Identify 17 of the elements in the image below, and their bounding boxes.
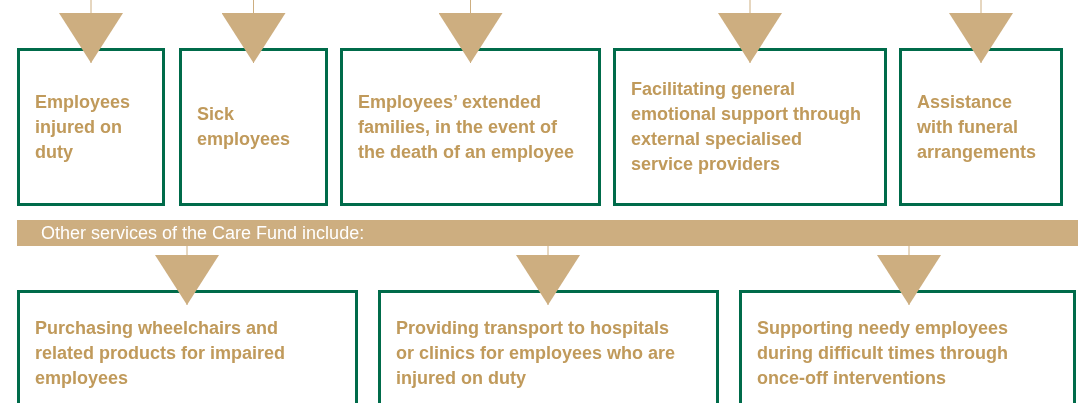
section-banner: Other services of the Care Fund include: <box>17 220 1078 246</box>
arrow <box>516 245 580 306</box>
arrow <box>155 245 219 306</box>
service-box: Providing transport to hospitals or clinics for employees who are injured on duty <box>378 290 719 403</box>
arrow <box>59 0 123 64</box>
service-box: Employees injured on duty <box>17 48 165 206</box>
service-box: Assistance with funeral arrangements <box>899 48 1063 206</box>
service-box: Purchasing wheelchairs and related products for impaired employees <box>17 290 358 403</box>
arrow <box>438 0 503 64</box>
arrow <box>949 0 1013 64</box>
service-box: Facilitating general emotional support through external specialised service providers <box>613 48 887 206</box>
service-box: Employees’ extended families, in the event of the death of an employee <box>340 48 601 206</box>
arrow <box>221 0 286 64</box>
service-box: Sick employees <box>179 48 328 206</box>
arrow <box>877 245 941 306</box>
service-box: Supporting needy employees during difficult times through once-off interventions <box>739 290 1076 403</box>
arrow <box>718 0 782 64</box>
